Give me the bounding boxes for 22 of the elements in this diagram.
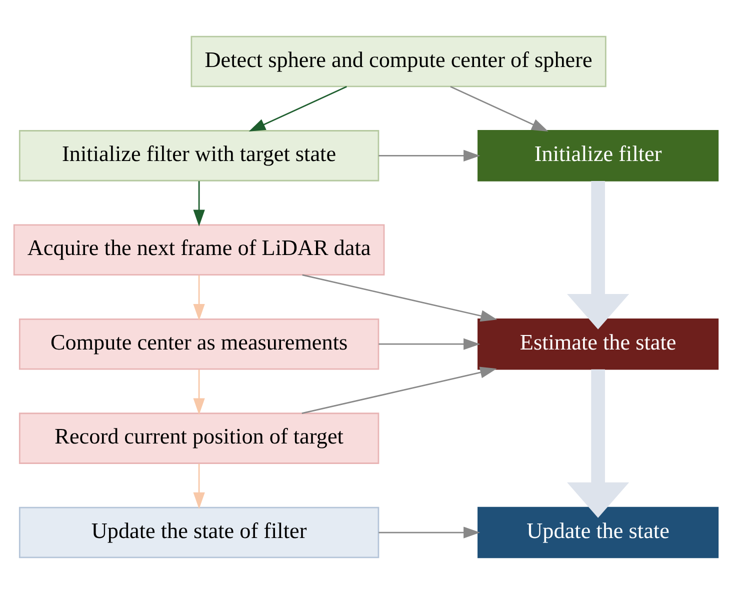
- arrow: [193, 464, 205, 510]
- node-box: Initialize filter: [478, 130, 719, 182]
- node-box: Estimate the state: [478, 318, 719, 370]
- arrow: [567, 180, 630, 330]
- arrow: [193, 181, 205, 226]
- arrow: [248, 86, 347, 132]
- arrow: [302, 274, 498, 322]
- arrow: [378, 338, 480, 350]
- arrow: [378, 526, 480, 538]
- node-box: Compute center as measurements: [18, 318, 380, 370]
- node-box: Detect sphere and compute center of sphere: [190, 36, 606, 88]
- node-box: Initialize filter with target state: [18, 130, 380, 182]
- arrow: [450, 86, 548, 132]
- node-box: Record current position of target: [18, 412, 380, 464]
- node-box: Update the state: [478, 506, 719, 558]
- arrow: [193, 275, 205, 321]
- arrow: [302, 366, 497, 414]
- node-box: Update the state of filter: [18, 506, 380, 558]
- node-box: Acquire the next frame of LiDAR data: [13, 224, 385, 276]
- arrow: [378, 150, 480, 162]
- arrow: [567, 369, 630, 518]
- arrow: [193, 370, 205, 415]
